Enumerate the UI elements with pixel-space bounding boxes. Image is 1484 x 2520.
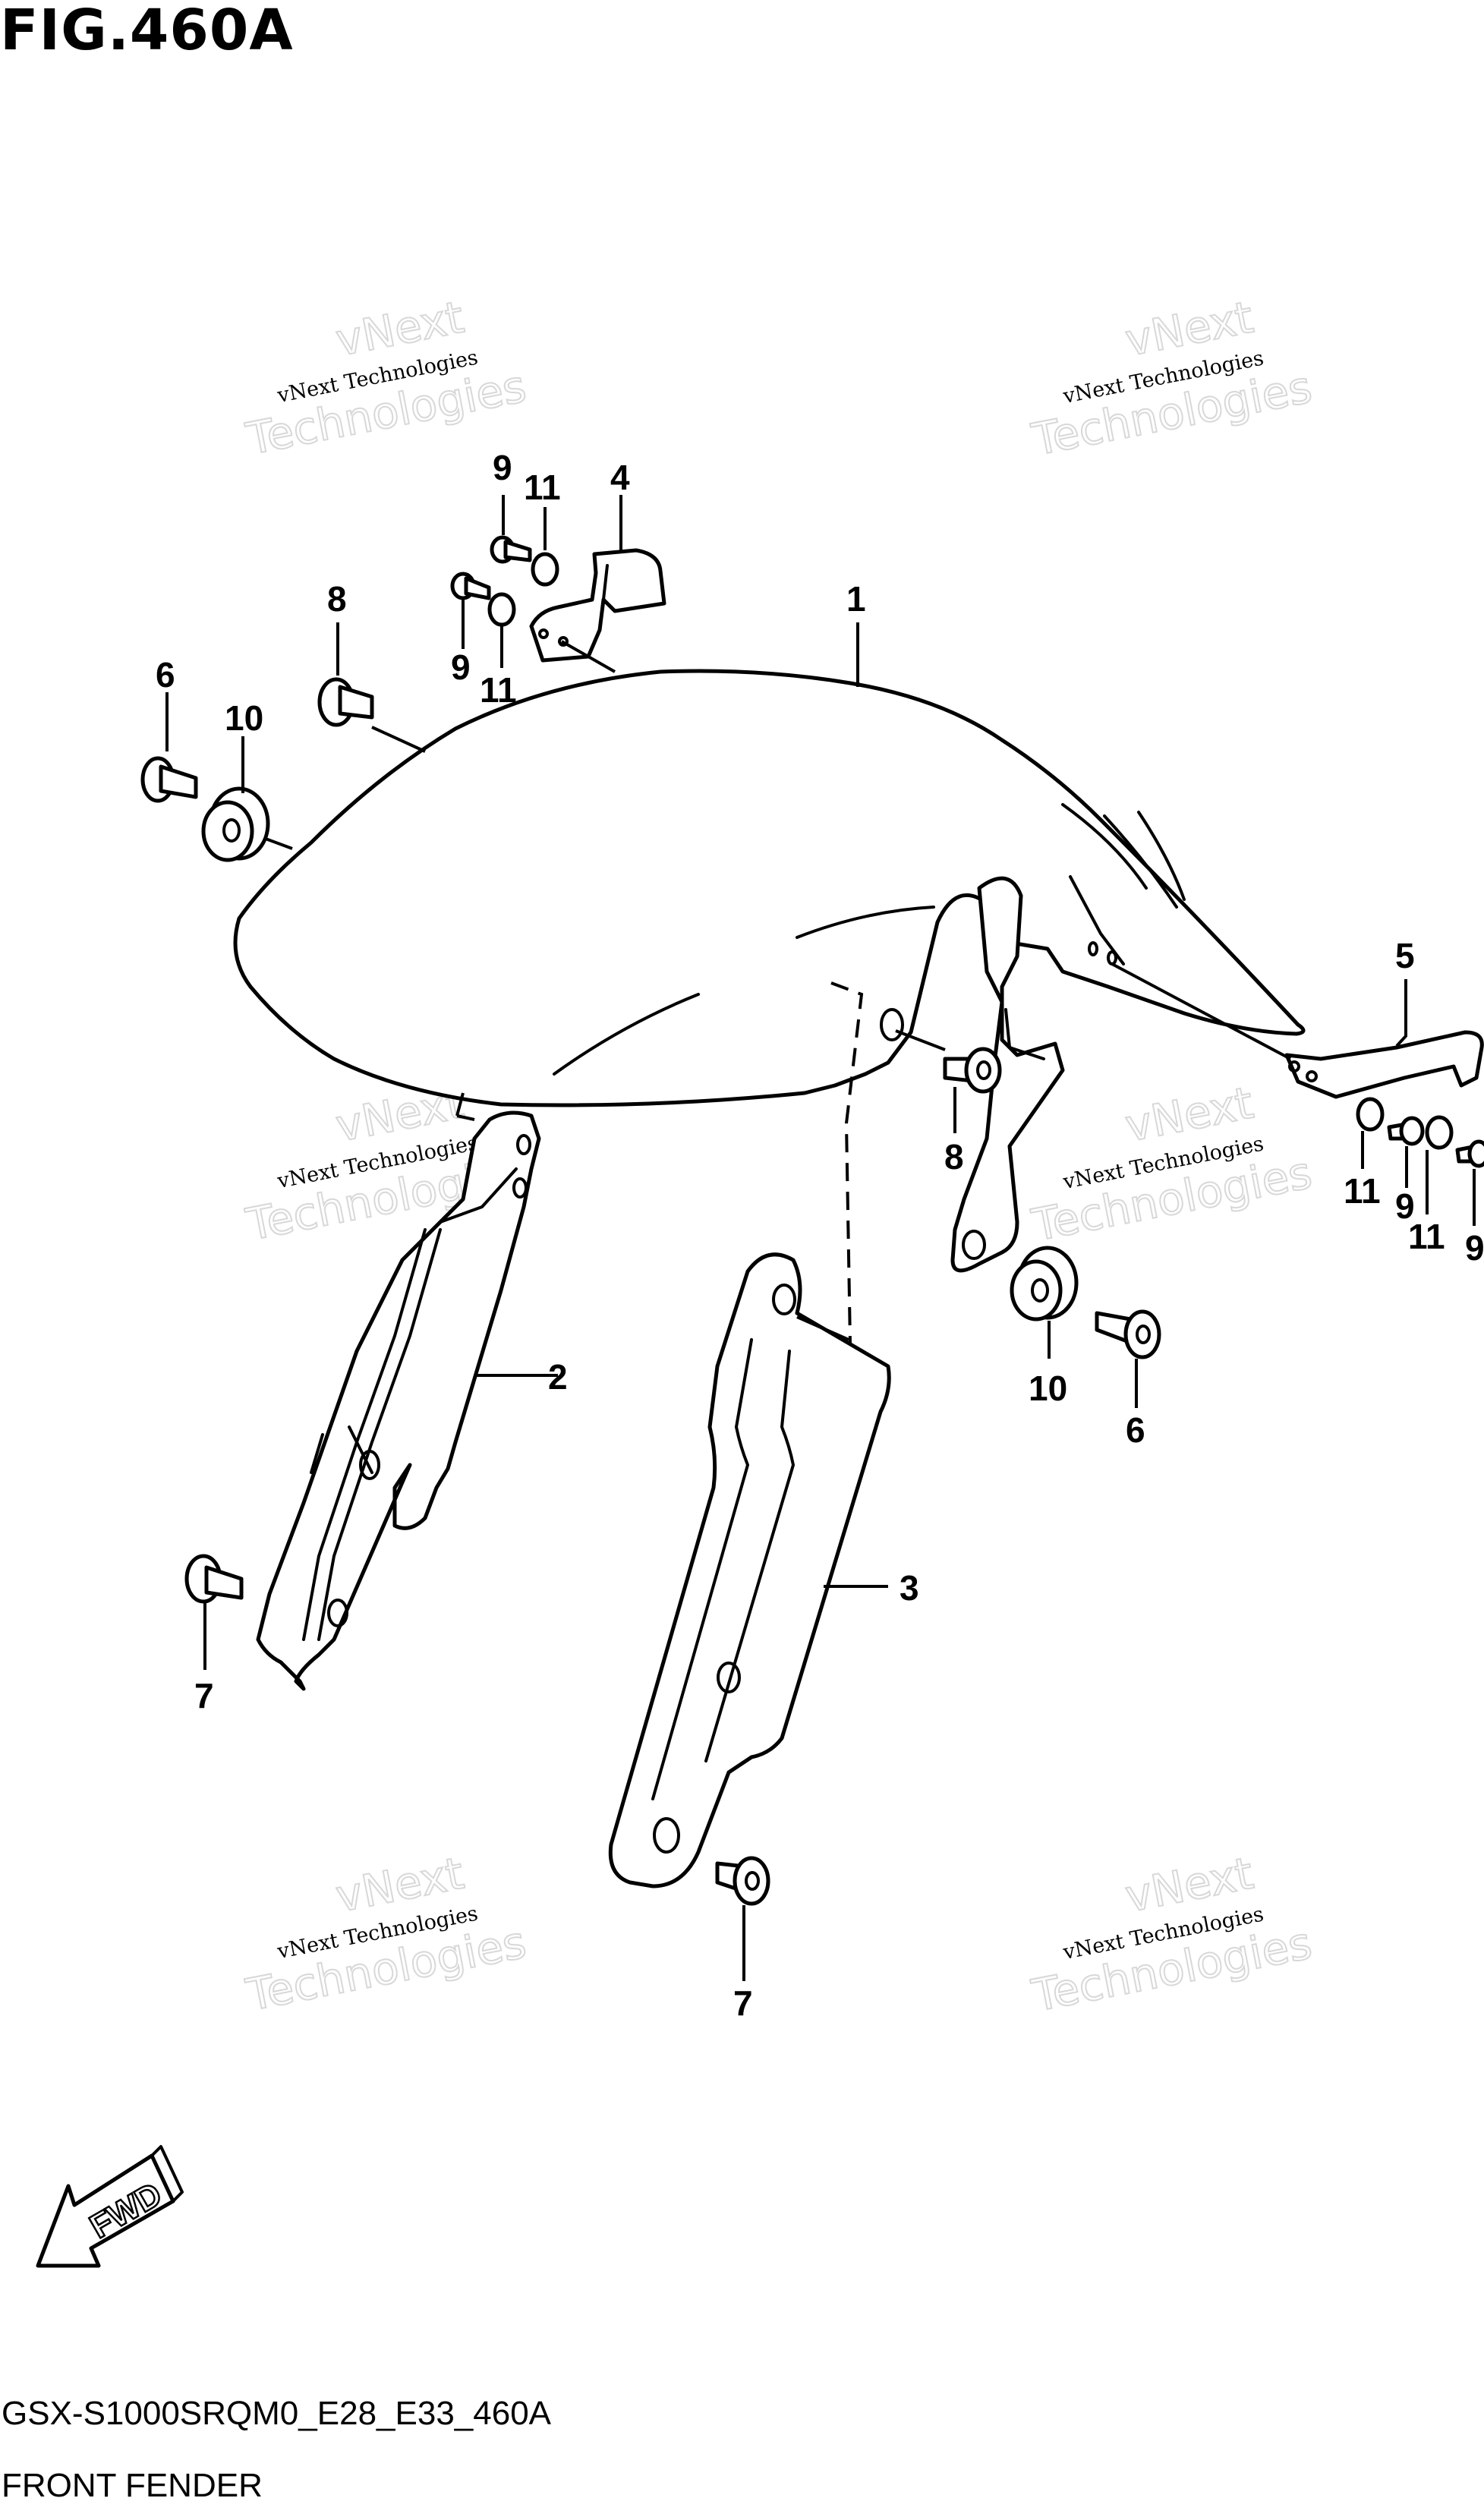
- callout-7-left: 7: [194, 1676, 214, 1715]
- callout-6-left: 6: [156, 655, 175, 695]
- watermark-bottom-left: vNext Technologies vNext Technologies: [241, 1847, 531, 2022]
- callout-9-upper: 9: [493, 448, 512, 487]
- callout-9-right-a: 9: [1395, 1186, 1415, 1226]
- callout-9-mid: 9: [451, 647, 471, 687]
- callout-7-bottom: 7: [733, 1983, 753, 2023]
- callout-6-right: 6: [1126, 1410, 1145, 1450]
- washer-11-lower: [487, 592, 516, 627]
- callout-5: 5: [1395, 936, 1415, 975]
- callout-2: 2: [548, 1357, 568, 1397]
- screw-8-upper: [317, 677, 374, 727]
- screw-7-bottom: [715, 1856, 770, 1906]
- part-4-bracket: [529, 548, 666, 663]
- diagram-code: GSX-S1000SRQM0_E28_E33_460A: [2, 2395, 552, 2432]
- callout-8-right: 8: [944, 1137, 964, 1177]
- screw-7-left: [184, 1554, 244, 1604]
- callout-11-mid: 11: [480, 670, 517, 710]
- washer-11-upper: [531, 552, 559, 587]
- part-1-front-fender: [233, 669, 1306, 1107]
- figure-title: FIG.460A: [0, 0, 294, 63]
- part-5-bracket: [1284, 1030, 1484, 1099]
- right-fender-bracket: [950, 876, 1065, 1273]
- part-2-fender-stay: [256, 1110, 541, 1691]
- callout-10-left: 10: [225, 698, 263, 738]
- bolt-9-lower: [450, 572, 491, 600]
- callout-11-right-a: 11: [1344, 1171, 1381, 1211]
- callout-11-right-b: 11: [1408, 1217, 1445, 1256]
- screw-8-right: [943, 1047, 1002, 1094]
- callout-11-upper: 11: [524, 468, 561, 507]
- callout-4: 4: [610, 458, 630, 497]
- fasteners: [140, 535, 1484, 1906]
- callout-10-right: 10: [1029, 1369, 1067, 1408]
- diagram-name: FRONT FENDER: [2, 2467, 263, 2504]
- watermark-top-left: vNext Technologies vNext Technologies: [241, 291, 531, 466]
- leader-lines: [165, 495, 1476, 1981]
- screw-6-right: [1095, 1309, 1161, 1359]
- callout-8-upper: 8: [327, 579, 347, 619]
- watermark-middle-right: vNext Technologies vNext Technologies: [1027, 1076, 1317, 1252]
- callout-9-right-b: 9: [1465, 1228, 1484, 1268]
- screw-6-left: [140, 756, 198, 803]
- washer-11-right-a: [1356, 1097, 1385, 1132]
- grommet-10-right: [1010, 1246, 1079, 1321]
- watermark-top-right: vNext Technologies vNext Technologies: [1027, 291, 1317, 467]
- part-3-fender-stay: [608, 1252, 891, 1888]
- callout-3: 3: [900, 1568, 919, 1608]
- bolt-9-right-a: [1387, 1116, 1425, 1146]
- fwd-arrow: FWD: [36, 2145, 184, 2268]
- washer-11-right-b: [1425, 1115, 1454, 1150]
- callout-labels: 1 2 3 4 5 6 6 7 7 8 8 9 9 9 9 10 10 11 1…: [156, 448, 1484, 2023]
- fender-hole: [880, 1008, 904, 1041]
- bolt-9-right-b: [1455, 1139, 1484, 1168]
- watermark-bottom-right: vNext Technologies vNext Technologies: [1027, 1847, 1317, 2023]
- bolt-9-upper: [490, 535, 532, 564]
- callout-1: 1: [846, 579, 866, 619]
- grommet-10-left: [201, 786, 270, 862]
